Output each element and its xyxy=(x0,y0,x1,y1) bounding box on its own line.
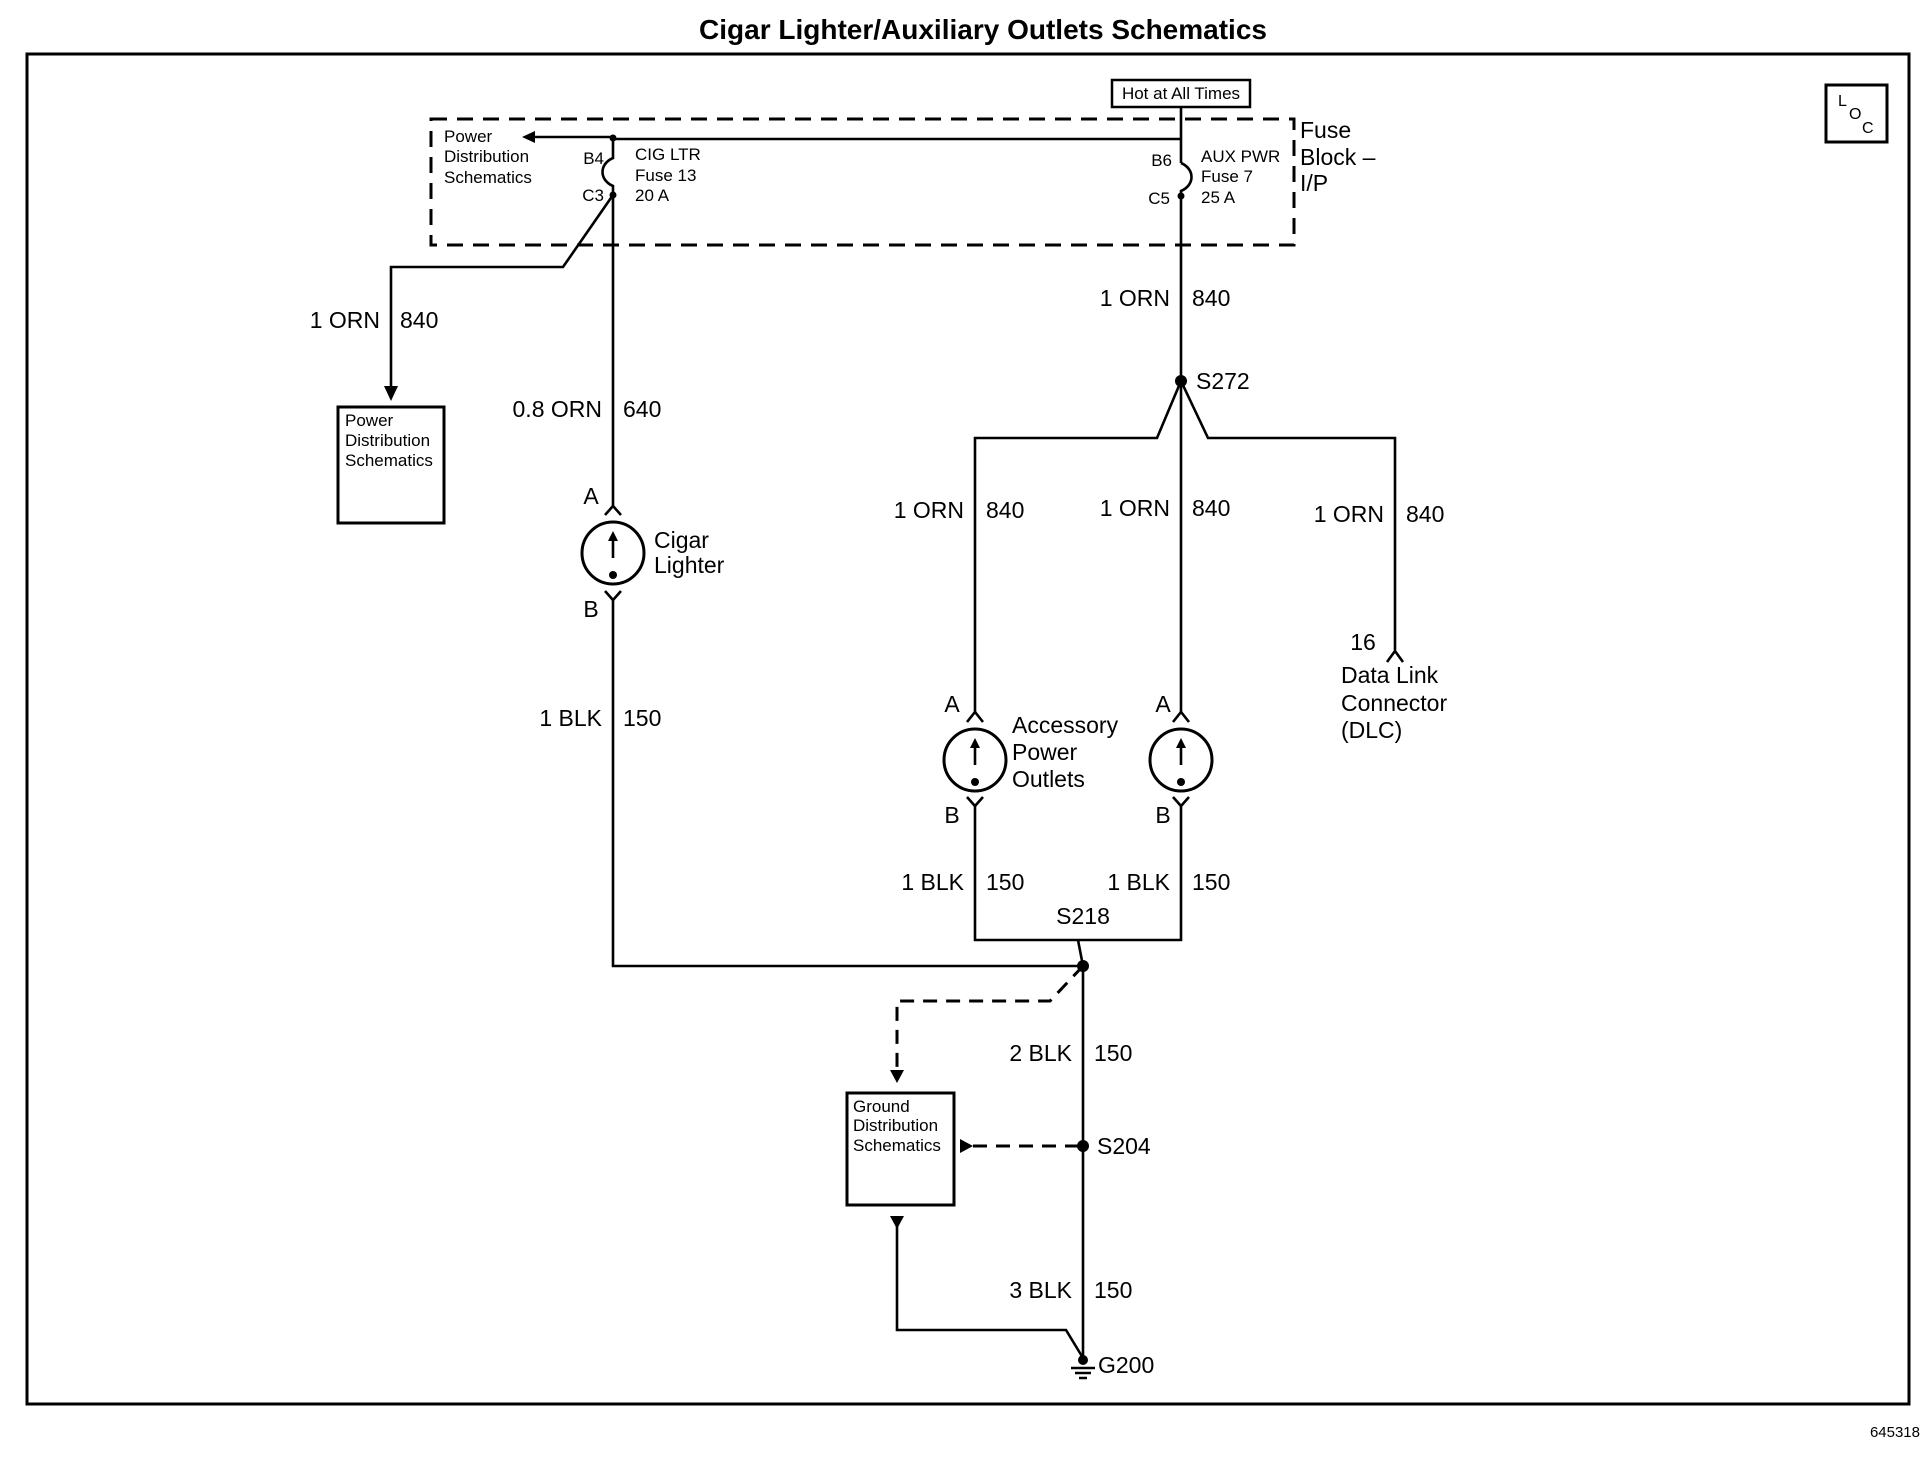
page-title: Cigar Lighter/Auxiliary Outlets Schemati… xyxy=(699,14,1267,45)
power-distribution-arrow-icon xyxy=(522,131,535,143)
wire-left-size-color: 1 ORN xyxy=(310,307,380,333)
diagram-number: 645318 xyxy=(1870,1424,1920,1441)
fuse-7-rating: 25 A xyxy=(1201,188,1236,207)
wire-left-circuit: 840 xyxy=(400,307,438,333)
wire-outlet1-ground-circuit: 150 xyxy=(986,869,1024,895)
hot-at-all-times-label: Hot at All Times xyxy=(1110,78,1252,109)
splice-s272-label: S272 xyxy=(1196,368,1250,394)
outlet-2-pin-b: B xyxy=(1155,802,1170,828)
fuse-7 xyxy=(1177,161,1193,200)
fuse-13-pin-out: C3 xyxy=(582,186,604,205)
cigar-lighter-pin-a: A xyxy=(583,483,599,509)
outlet-1-pin-b: B xyxy=(944,802,959,828)
wire-s218-s204-circuit: 150 xyxy=(1094,1040,1132,1066)
wire-aux-feed-circuit: 840 xyxy=(1192,285,1230,311)
cigar-lighter-label-2: Lighter xyxy=(654,552,725,578)
wire-s272-outlet1 xyxy=(973,380,1183,712)
fuse-7-pin-out: C5 xyxy=(1148,189,1170,208)
wire-s218-s204-size-color: 2 BLK xyxy=(1009,1040,1072,1066)
wire-outlet2-feed-circuit: 840 xyxy=(1192,495,1230,521)
wire-ground-dist-to-g200 xyxy=(895,1222,1085,1359)
wire-aux-feed-size-color: 1 ORN xyxy=(1100,285,1170,311)
fuse-13-pin-in: B4 xyxy=(583,149,604,168)
svg-text:Fuse: Fuse xyxy=(1300,117,1351,143)
wire-cigar-feed-circuit: 640 xyxy=(623,396,661,422)
fuse-7-pin-in: B6 xyxy=(1151,151,1172,170)
svg-text:L: L xyxy=(1838,93,1847,110)
fuse-13-name: CIG LTR xyxy=(635,145,701,164)
wire-cigar-ground xyxy=(611,600,1083,968)
cigar-lighter-pin-b: B xyxy=(583,596,598,622)
wire-s272-dlc xyxy=(1179,380,1397,650)
svg-text:Power: Power xyxy=(444,127,493,146)
dlc-label-2: Connector xyxy=(1341,690,1447,716)
fuse-block-boundary xyxy=(429,117,1296,247)
ground-distribution-box-line1: Ground xyxy=(853,1097,910,1116)
ground-distribution-box-line3: Schematics xyxy=(853,1136,941,1155)
outlet-1-pin-a: A xyxy=(944,691,960,717)
dlc-label-3: (DLC) xyxy=(1341,717,1402,743)
ground-icon xyxy=(1071,1355,1095,1380)
dashed-s218-to-ground-dist xyxy=(895,964,1085,1075)
wire-outlet2-ground-size-color: 1 BLK xyxy=(1107,869,1170,895)
outlets-label-1: Accessory xyxy=(1012,712,1119,738)
svg-text:Schematics: Schematics xyxy=(444,168,532,187)
fuse-13-number: Fuse 13 xyxy=(635,166,696,185)
accessory-outlet-1-icon[interactable] xyxy=(942,709,1008,808)
svg-text:O: O xyxy=(1849,106,1861,123)
wire-outlet1-feed-circuit: 840 xyxy=(986,497,1024,523)
dlc-connector-icon[interactable] xyxy=(1385,648,1405,663)
ground-distribution-box[interactable] xyxy=(845,1091,956,1207)
ground-g200-label: G200 xyxy=(1098,1352,1154,1378)
diagram-frame xyxy=(25,52,1911,1406)
wire-cigar-feed-size-color: 0.8 ORN xyxy=(513,396,602,422)
power-distribution-box[interactable] xyxy=(336,405,446,525)
wire-outlet2-ground-circuit: 150 xyxy=(1192,869,1230,895)
wire-s204-g200-circuit: 150 xyxy=(1094,1277,1132,1303)
svg-text:Hot at All Times: Hot at All Times xyxy=(1122,84,1240,103)
wire-dlc-feed-size-color: 1 ORN xyxy=(1314,501,1384,527)
splice-s218-label: S218 xyxy=(1056,903,1110,929)
power-distribution-box-line2: Distribution xyxy=(345,431,430,450)
wire-dlc-feed-circuit: 840 xyxy=(1406,501,1444,527)
wire-outlet2-feed-size-color: 1 ORN xyxy=(1100,495,1170,521)
outlets-label-2: Power xyxy=(1012,739,1078,765)
arrow-left-icon xyxy=(960,1139,973,1153)
svg-text:C: C xyxy=(1862,120,1874,137)
power-distribution-reference: Power Distribution Schematics xyxy=(444,127,532,187)
fuse-13 xyxy=(601,134,617,199)
accessory-outlet-2-icon[interactable] xyxy=(1148,709,1214,808)
arrow-down-icon xyxy=(384,386,398,401)
wire-cigar-ground-size-color: 1 BLK xyxy=(539,705,602,731)
power-distribution-box-line1: Power xyxy=(345,411,394,430)
svg-text:I/P: I/P xyxy=(1300,170,1328,196)
fuse-bus-bar xyxy=(533,135,1180,141)
ground-distribution-box-line2: Distribution xyxy=(853,1116,938,1135)
splice-s204 xyxy=(1077,1140,1089,1152)
wire-outlet1-ground-size-color: 1 BLK xyxy=(901,869,964,895)
fuse-block-label: Fuse Block – I/P xyxy=(1300,117,1376,196)
outlets-label-3: Outlets xyxy=(1012,766,1085,792)
power-distribution-box-line3: Schematics xyxy=(345,451,433,470)
outlet-2-pin-a: A xyxy=(1155,691,1171,717)
fuse-13-rating: 20 A xyxy=(635,186,670,205)
fuse-7-name: AUX PWR xyxy=(1201,147,1280,166)
dlc-pin: 16 xyxy=(1350,629,1376,655)
cigar-lighter-icon[interactable] xyxy=(580,504,646,602)
wire-outlet1-feed-size-color: 1 ORN xyxy=(894,497,964,523)
dlc-label-1: Data Link xyxy=(1341,662,1439,688)
cigar-lighter-label-1: Cigar xyxy=(654,527,709,553)
svg-text:Distribution: Distribution xyxy=(444,147,529,166)
wire-cigar-ground-circuit: 150 xyxy=(623,705,661,731)
arrow-down-icon xyxy=(890,1216,904,1229)
arrow-down-icon xyxy=(890,1070,904,1083)
wire-s204-g200-size-color: 3 BLK xyxy=(1009,1277,1072,1303)
loc-icon: L O C xyxy=(1824,83,1889,144)
fuse-7-number: Fuse 7 xyxy=(1201,167,1253,186)
wire-to-power-distribution xyxy=(389,194,615,388)
svg-text:Block –: Block – xyxy=(1300,144,1376,170)
splice-s204-label: S204 xyxy=(1097,1133,1151,1159)
